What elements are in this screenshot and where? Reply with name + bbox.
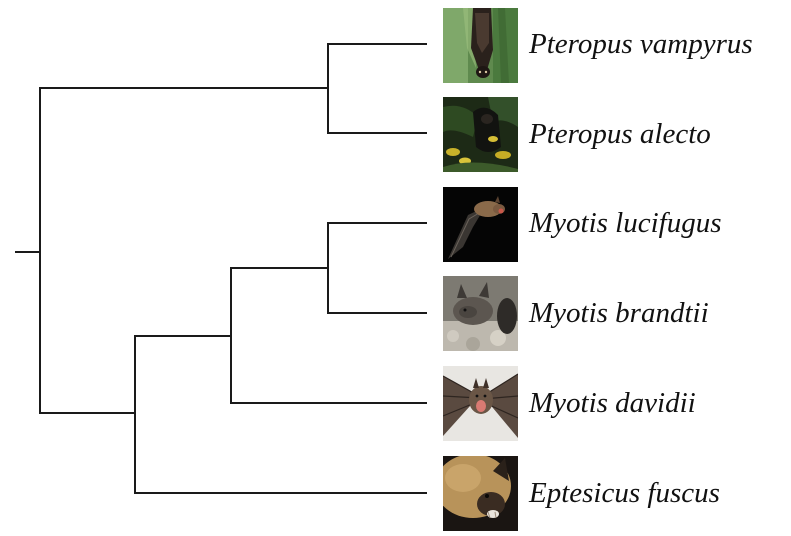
taxon-label-pteropus-vampyrus: Pteropus vampyrus (529, 28, 753, 60)
taxon-label-myotis-brandtii: Myotis brandtii (529, 297, 709, 329)
taxon-label-myotis-lucifugus: Myotis lucifugus (529, 207, 722, 239)
taxon-label-pteropus-alecto: Pteropus alecto (529, 118, 711, 150)
bat-rock-photo (443, 276, 518, 351)
bat-closeup-photo (443, 456, 518, 531)
bat-wings-spread-photo (443, 366, 518, 441)
bat-hanging-photo (443, 8, 518, 83)
taxon-label-myotis-davidii: Myotis davidii (529, 387, 696, 419)
taxon-label-eptesicus-fuscus: Eptesicus fuscus (529, 477, 720, 509)
bat-foliage-photo (443, 97, 518, 172)
bat-flying-photo (443, 187, 518, 262)
